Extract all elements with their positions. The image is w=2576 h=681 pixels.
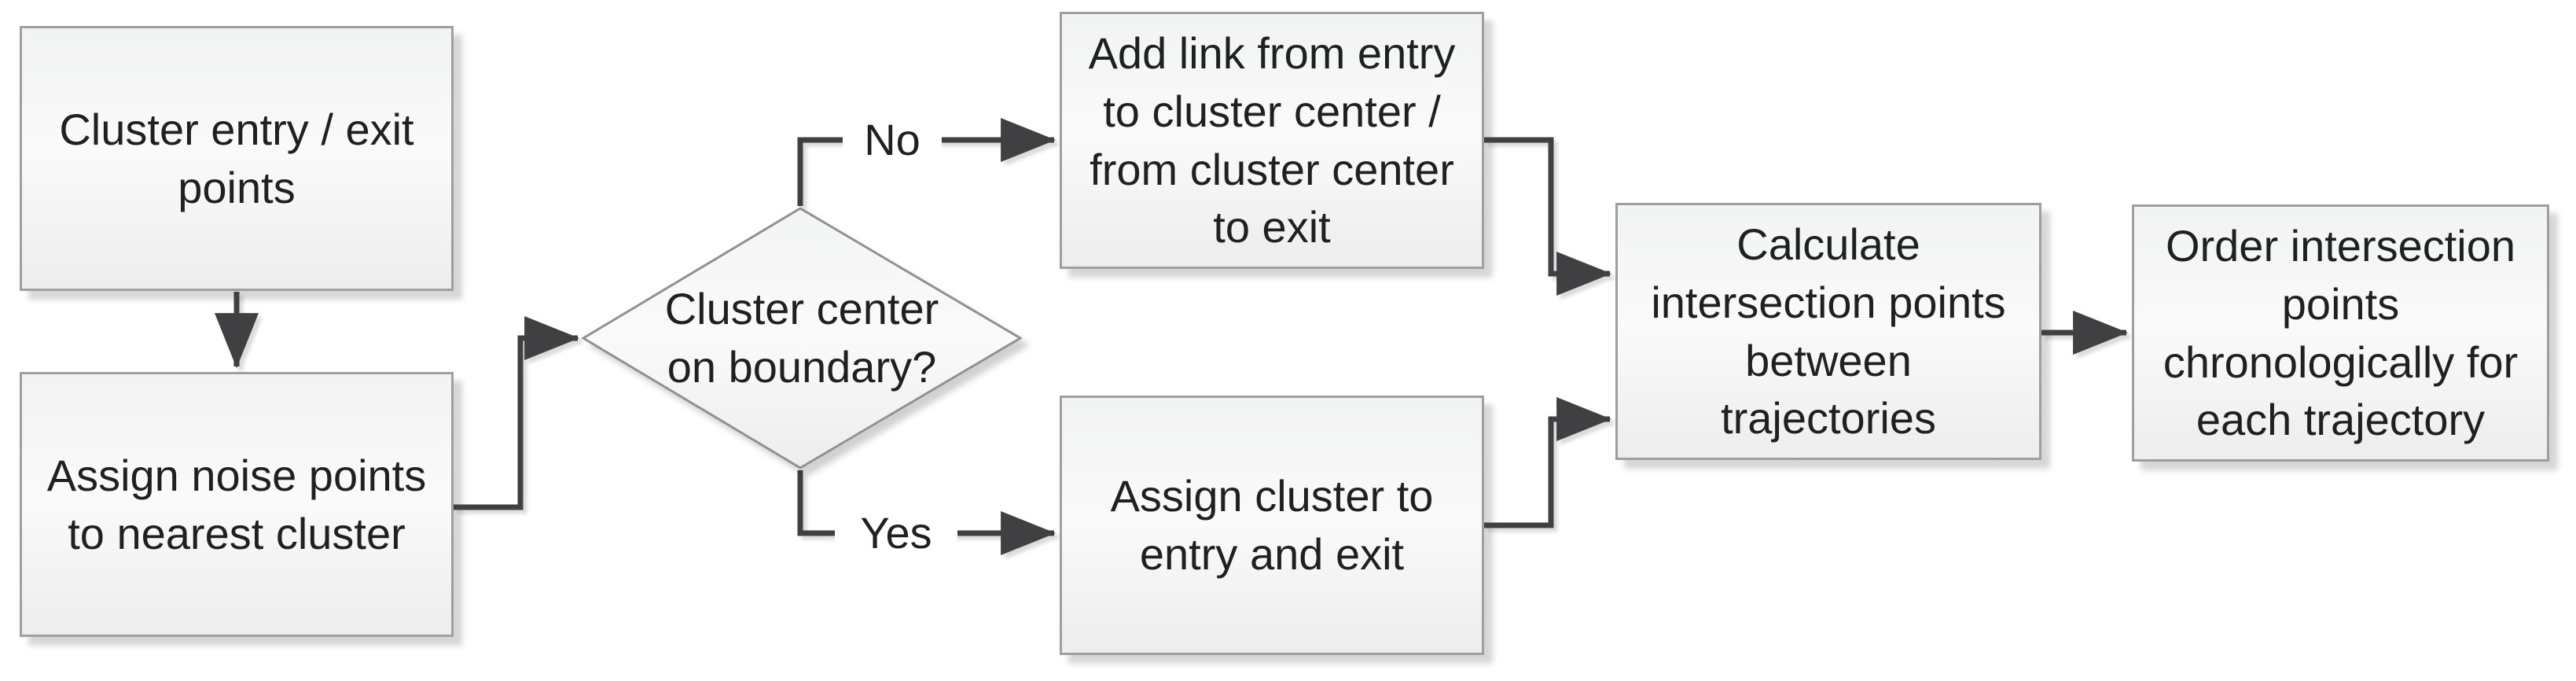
connector-assigncluster-to-calculate [1484, 397, 1612, 528]
node-calculate-intersections: Calculate intersection points between tr… [1615, 203, 2041, 460]
connector-addlink-to-calculate [1484, 137, 1612, 296]
decision-diamond-label: Cluster center on boundary? [664, 284, 939, 392]
connector-noise-to-decision [454, 316, 580, 510]
edge-label-yes: Yes [835, 507, 957, 559]
node-assign-cluster: Assign cluster to entry and exit [1060, 396, 1484, 655]
node-assign-noise: Assign noise points to nearest cluster [20, 372, 454, 637]
node-add-link: Add link from entry to cluster center / … [1060, 12, 1484, 269]
node-order-intersections: Order intersection points chronologicall… [2132, 204, 2549, 462]
node-cluster-entry-exit: Cluster entry / exit points [20, 26, 454, 291]
edge-label-no: No [843, 114, 942, 166]
